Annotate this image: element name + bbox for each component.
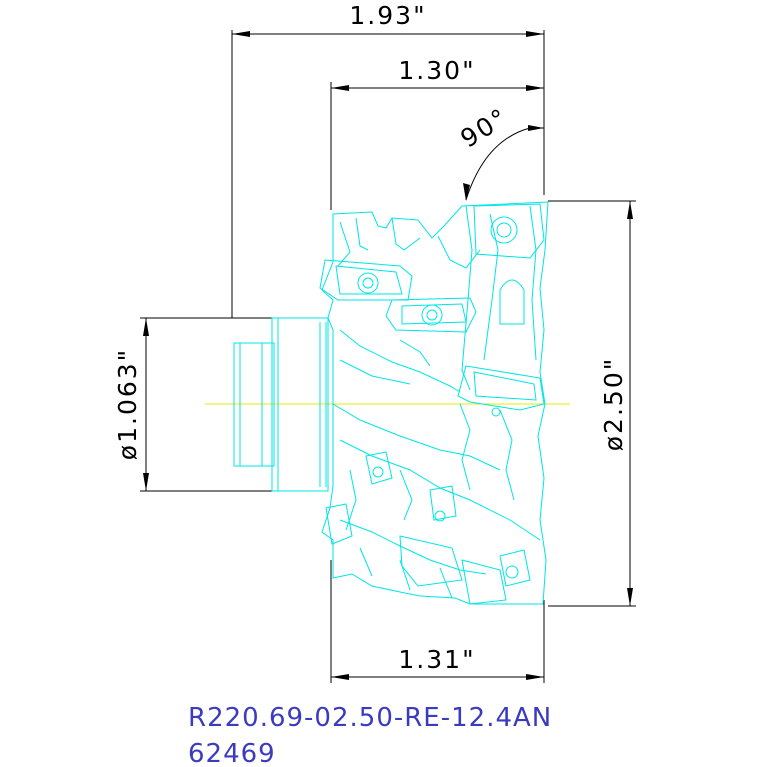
dim-body-length-bottom-label: 1.31" — [398, 645, 475, 674]
screw-hole-3 — [499, 549, 531, 587]
screw-hole-2 — [429, 485, 457, 522]
dim-overall-length: 1.93" — [231, 1, 545, 318]
insert-4 — [457, 365, 545, 417]
dim-angle: 90° — [455, 102, 544, 201]
shank — [233, 317, 329, 492]
dim-body-length-top: 1.30" — [330, 56, 544, 210]
dim-shank-diameter-label: ø1.063" — [113, 348, 142, 460]
insert-2 — [385, 297, 477, 333]
dim-cutting-diameter: ø2.50" — [548, 200, 636, 607]
insert-6 — [399, 535, 463, 587]
dim-overall-length-label: 1.93" — [349, 1, 426, 30]
milling-cutter-outline — [233, 201, 549, 605]
insert-3 — [473, 203, 545, 259]
item-number: 62469 — [188, 739, 276, 767]
dim-body-length-top-label: 1.30" — [398, 56, 475, 85]
screw-hole-1 — [365, 451, 393, 485]
insert-5 — [325, 503, 353, 545]
insert-1 — [319, 259, 413, 301]
part-number: R220.69-02.50-RE-12.4AN — [188, 703, 552, 733]
dim-angle-label: 90° — [455, 102, 513, 153]
cutter-body — [321, 201, 549, 605]
insert-7 — [461, 559, 507, 605]
dim-cutting-diameter-label: ø2.50" — [599, 357, 628, 451]
dim-body-length-bottom: 1.31" — [330, 560, 545, 683]
coolant-slot — [499, 279, 525, 325]
dim-shank-diameter: ø1.063" — [113, 317, 272, 492]
